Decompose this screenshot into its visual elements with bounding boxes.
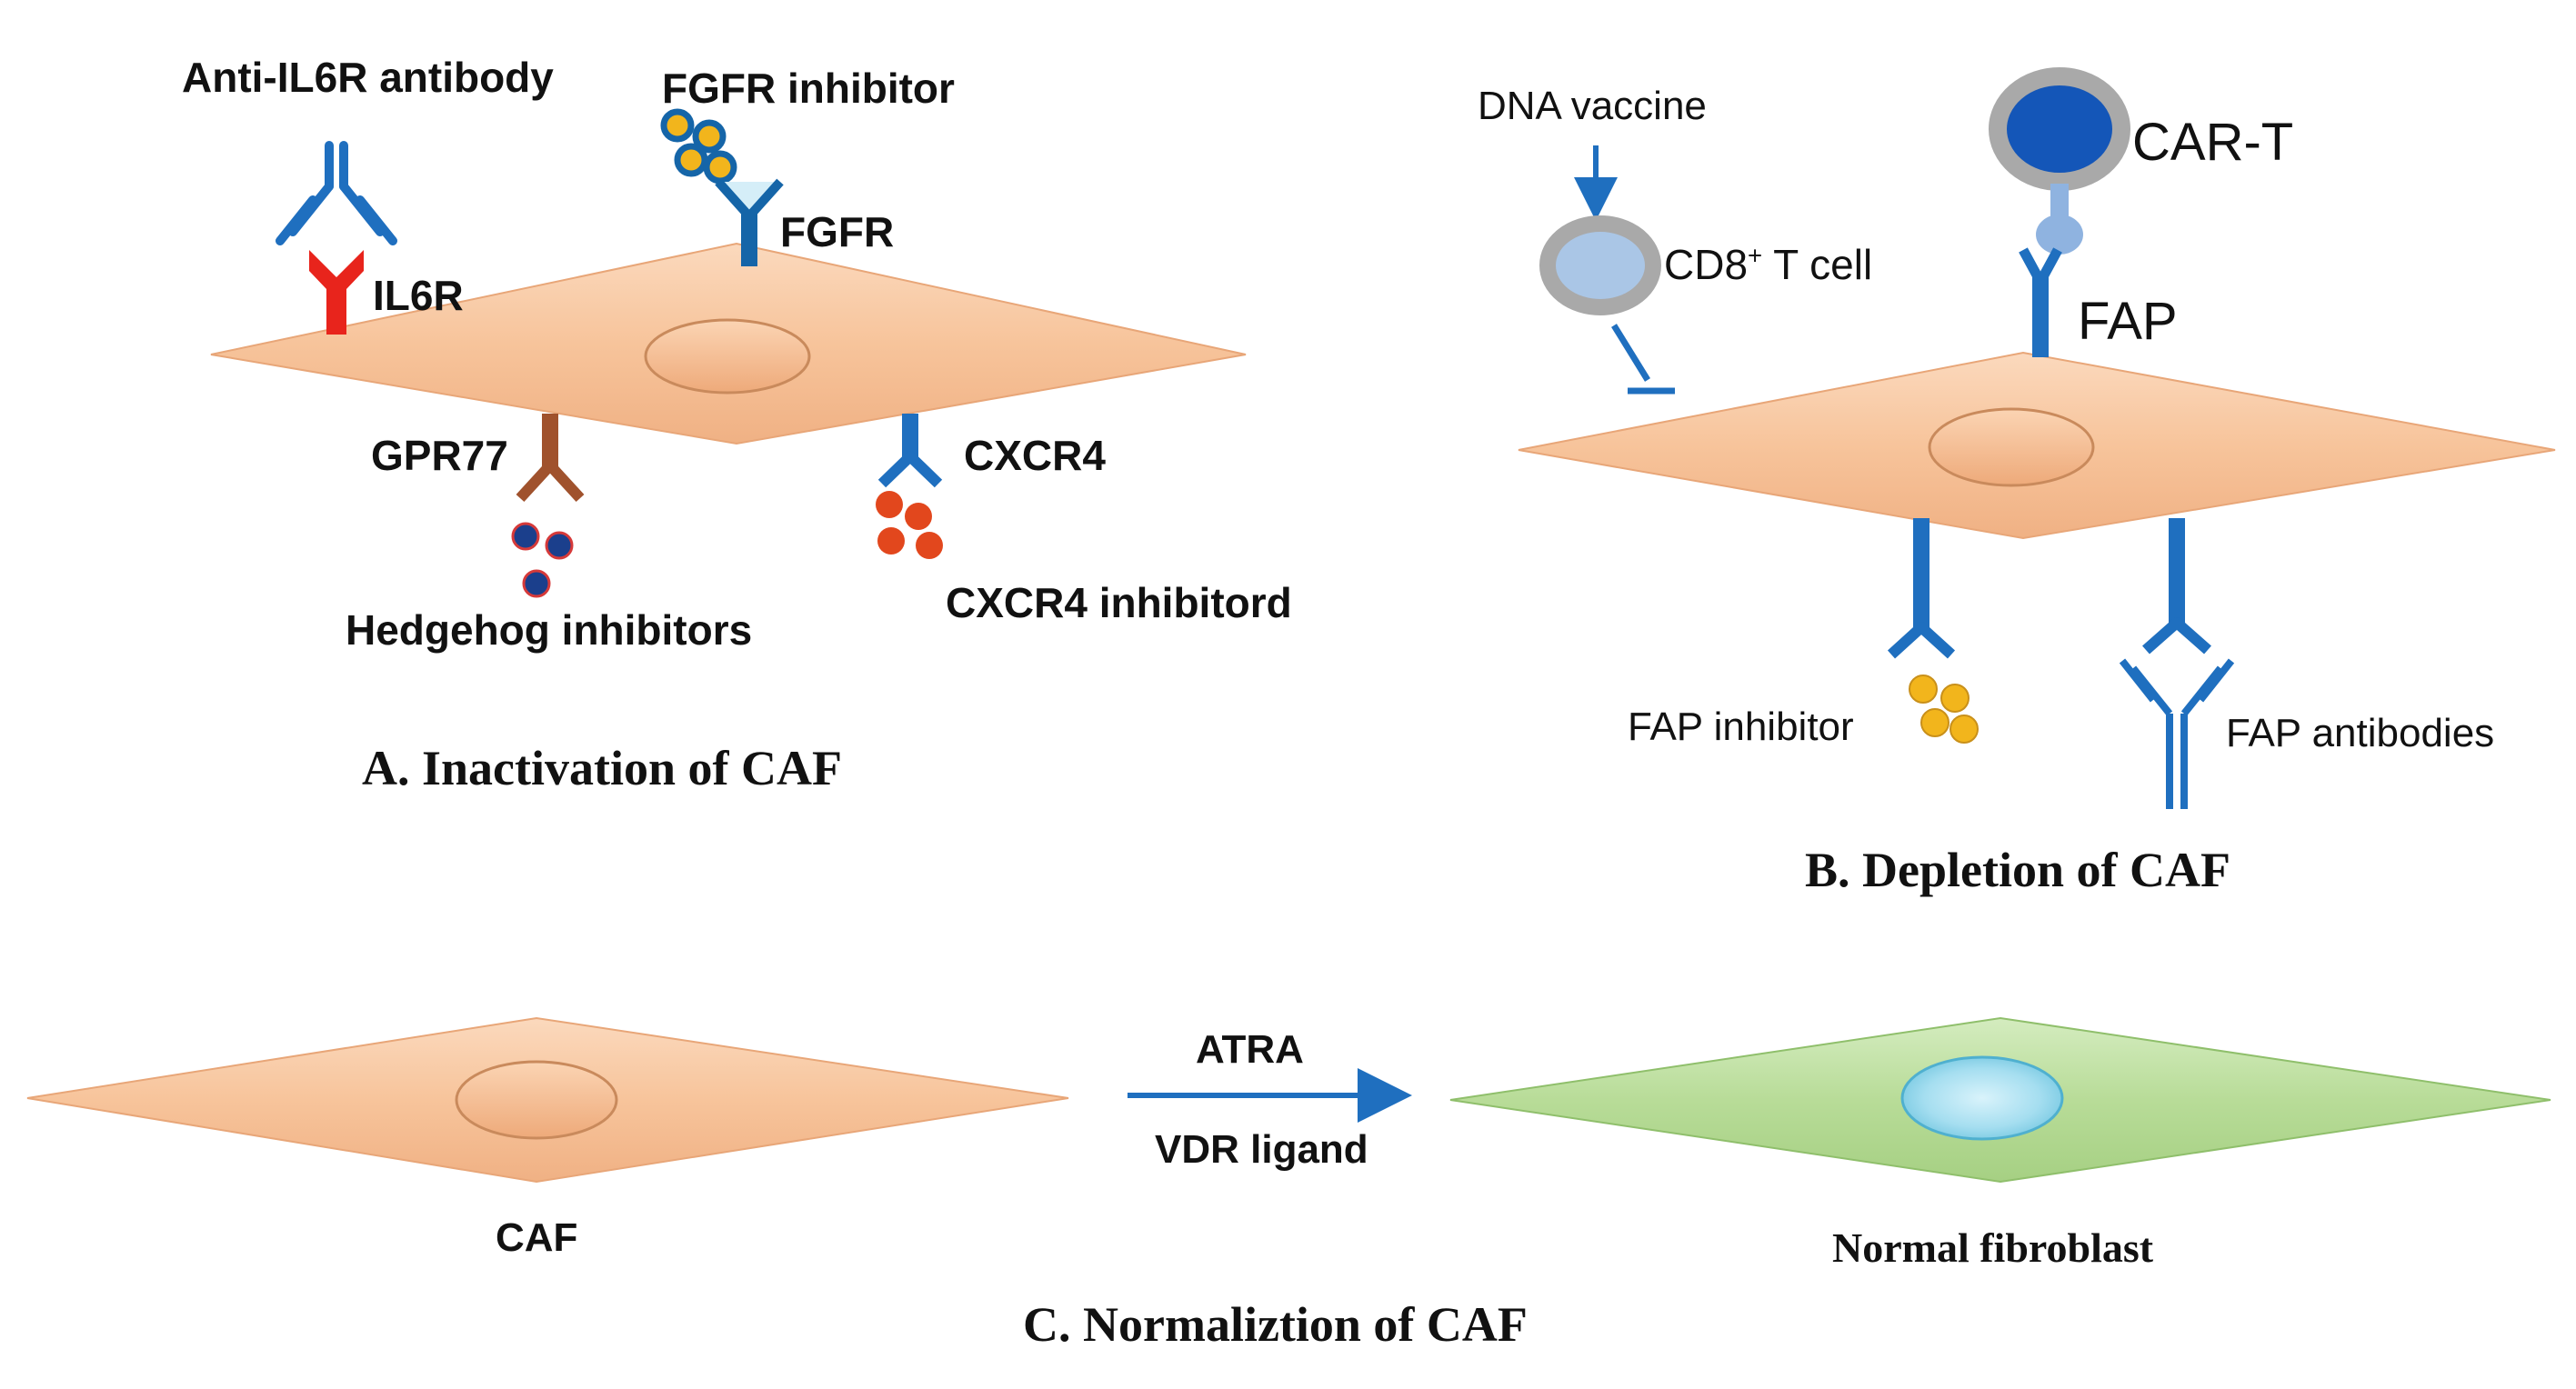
cd8-suffix: T cell [1762,241,1873,288]
inhibition-line-icon [1611,324,1675,395]
anti-il6r-antibody-icon [276,141,397,245]
fgfr-inhibitor-label: FGFR inhibitor [662,65,955,112]
panel-c [26,1016,2551,1184]
panel-b-title: B. Depletion of CAF [1805,843,2230,897]
caf-nucleus-a [644,318,811,395]
normal-fibroblast-label: Normal fibroblast [1832,1224,2154,1271]
caf-nucleus-b [1928,407,2095,487]
cd8-t-cell-label: CD8+ T cell [1664,241,1873,288]
dna-vaccine-label: DNA vaccine [1478,84,1707,128]
fap-antibodies-label: FAP antibodies [2226,711,2495,755]
gpr77-receptor-icon [516,414,585,503]
fap-inhibitor-label: FAP inhibitor [1628,704,1854,749]
panel-b [1518,67,2556,809]
normal-fibroblast-nucleus [1900,1055,2064,1141]
cd8-t-cell-icon [1539,215,1661,315]
cxcr4-label: CXCR4 [964,432,1106,479]
atra-label: ATRA [1196,1027,1304,1072]
caf-nucleus-c [455,1060,618,1140]
fap-receptor-top-icon [2019,247,2062,357]
panel-a-title: A. Inactivation of CAF [362,741,842,795]
car-t-cell-icon [1989,67,2130,255]
fap-receptor-right-icon [2142,518,2211,655]
car-t-label: CAR-T [2132,113,2294,172]
panel-a [210,108,1247,598]
cd8-prefix: CD8 [1664,241,1749,288]
hedgehog-inhibitor-dots-icon [511,522,574,598]
fgfr-receptor-icon [715,178,784,266]
fap-label: FAP [2078,292,2178,351]
fap-inhibitor-dots-icon [1909,675,1979,744]
il6r-label: IL6R [373,272,464,319]
panel-c-title: C. Normaliztion of CAF [1023,1297,1528,1352]
fap-antibody-icon [2119,658,2235,809]
il6r-receptor-icon [309,250,364,335]
fgfr-label: FGFR [780,208,895,255]
anti-il6r-antibody-label: Anti-IL6R antibody [182,54,554,101]
cd8-superscript: + [1748,241,1763,270]
fgfr-inhibitor-dots-icon [660,108,737,185]
cxcr4-inhibitor-dots-icon [876,491,943,559]
gpr77-label: GPR77 [371,432,508,479]
cxcr4-inhibitor-label: CXCR4 inhibitord [946,579,1292,626]
caf-label: CAF [496,1215,578,1260]
hedgehog-inhibitors-label: Hedgehog inhibitors [346,606,753,654]
vdr-ligand-label: VDR ligand [1155,1127,1368,1172]
fap-receptor-left-icon [1887,518,1956,659]
cxcr4-receptor-icon [877,414,943,488]
